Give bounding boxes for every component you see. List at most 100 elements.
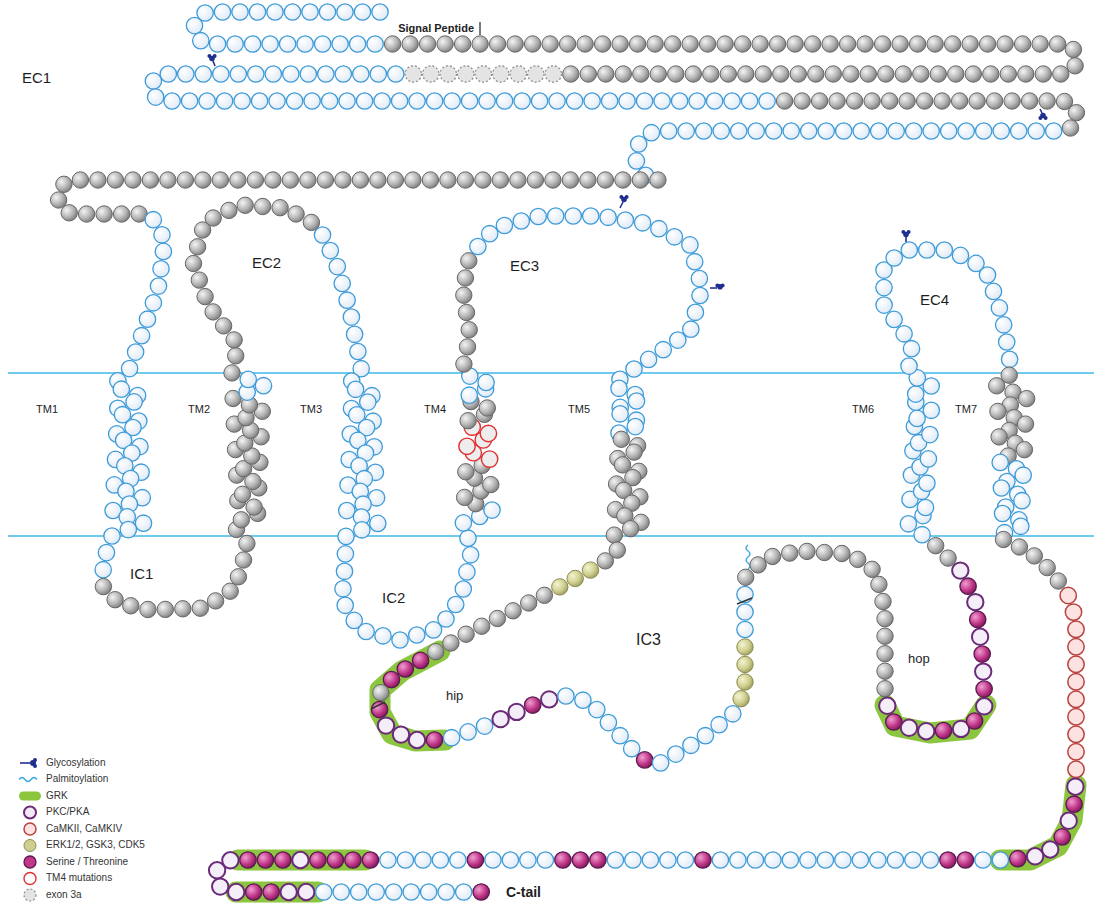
residue-bead	[637, 752, 653, 768]
residue-bead	[985, 283, 1001, 299]
residue-bead	[922, 852, 938, 868]
residue-bead	[147, 89, 163, 105]
residue-bead	[189, 239, 205, 255]
residue-bead	[409, 732, 425, 748]
residue-bead	[460, 530, 476, 546]
residue-bead	[853, 123, 869, 139]
residue-bead	[958, 123, 974, 139]
residue-bead	[246, 499, 262, 515]
residue-bead	[297, 36, 313, 52]
legend-glyco-icon	[20, 762, 30, 764]
residue-bead	[524, 36, 540, 52]
residue-bead	[337, 4, 353, 20]
residue-bead	[678, 123, 694, 139]
residue-bead	[864, 93, 880, 109]
residue-bead	[913, 66, 929, 82]
residue-bead	[247, 172, 263, 188]
residue-bead	[456, 884, 472, 900]
residue-bead	[460, 413, 476, 429]
residue-bead	[566, 93, 582, 109]
residue-bead	[782, 852, 798, 868]
residue-bead	[877, 646, 893, 662]
residue-bead	[677, 852, 693, 868]
residue-bead	[923, 402, 939, 418]
residue-bead	[120, 521, 136, 537]
residue-bead	[724, 93, 740, 109]
residue-bead	[713, 123, 729, 139]
residue-bead	[213, 66, 229, 82]
residue-bead	[478, 374, 494, 390]
residue-bead	[240, 371, 256, 387]
residue-bead	[909, 36, 925, 52]
residue-bead	[489, 610, 505, 626]
residue-bead	[691, 270, 707, 286]
residue-bead	[651, 221, 667, 237]
residue-bead	[459, 438, 475, 454]
residue-bead	[562, 172, 578, 188]
residue-bead	[409, 627, 425, 643]
residue-bead	[683, 737, 699, 753]
terminus-label: C-tail	[506, 885, 541, 899]
residue-bead	[98, 544, 114, 560]
residue-bead	[647, 36, 663, 52]
residue-bead	[191, 272, 207, 288]
grk-highlight	[236, 882, 318, 903]
residue-bead	[670, 332, 686, 348]
residue-bead	[692, 287, 708, 303]
residue-bead	[332, 36, 348, 52]
residue-bead	[456, 489, 472, 505]
residue-bead	[154, 227, 170, 243]
residue-bead	[935, 722, 951, 738]
residue-bead	[300, 66, 316, 82]
residue-bead	[318, 66, 334, 82]
residue-bead	[292, 852, 308, 868]
residue-bead	[437, 36, 453, 52]
residue-bead	[460, 724, 476, 740]
residue-bead	[834, 545, 850, 561]
residue-bead	[565, 208, 581, 224]
membrane-line	[8, 372, 1094, 374]
residue-bead	[475, 172, 491, 188]
residue-bead	[711, 717, 727, 733]
residue-bead	[559, 36, 575, 52]
residue-bead	[192, 600, 208, 616]
residue-bead	[164, 93, 180, 109]
splice-tick	[737, 598, 752, 604]
residue-bead	[304, 93, 320, 109]
residue-bead	[632, 172, 648, 188]
residue-bead	[125, 172, 141, 188]
residue-bead	[626, 444, 642, 460]
residue-bead	[1068, 726, 1084, 742]
residue-bead	[584, 93, 600, 109]
residue-bead	[537, 852, 553, 868]
residue-bead	[1004, 93, 1020, 109]
residue-bead	[288, 206, 304, 222]
residue-bead	[1068, 691, 1084, 707]
residue-bead	[759, 93, 775, 109]
legend-glyco-icon	[33, 764, 37, 768]
residue-bead	[181, 93, 197, 109]
residue-bead	[113, 206, 129, 222]
residue-bead	[730, 852, 746, 868]
legend-swatch	[24, 856, 36, 868]
residue-bead	[870, 852, 886, 868]
residue-bead	[682, 237, 698, 253]
residue-bead	[520, 852, 536, 868]
glycosylation-stem	[710, 287, 717, 289]
residue-bead	[476, 718, 492, 734]
residue-bead	[1054, 829, 1070, 845]
residue-bead	[650, 66, 666, 82]
residue-bead	[1011, 539, 1027, 555]
splice-label: hip	[446, 689, 463, 702]
residue-bead	[783, 123, 799, 139]
residue-bead	[901, 720, 917, 736]
residue-bead	[923, 123, 939, 139]
legend-icon	[24, 889, 36, 901]
residue-bead	[598, 66, 614, 82]
residue-bead	[1068, 639, 1084, 655]
residue-bead	[626, 361, 642, 377]
residue-bead	[864, 561, 880, 577]
residue-bead	[622, 521, 638, 537]
residue-bead	[244, 36, 260, 52]
residue-bead	[575, 692, 591, 708]
